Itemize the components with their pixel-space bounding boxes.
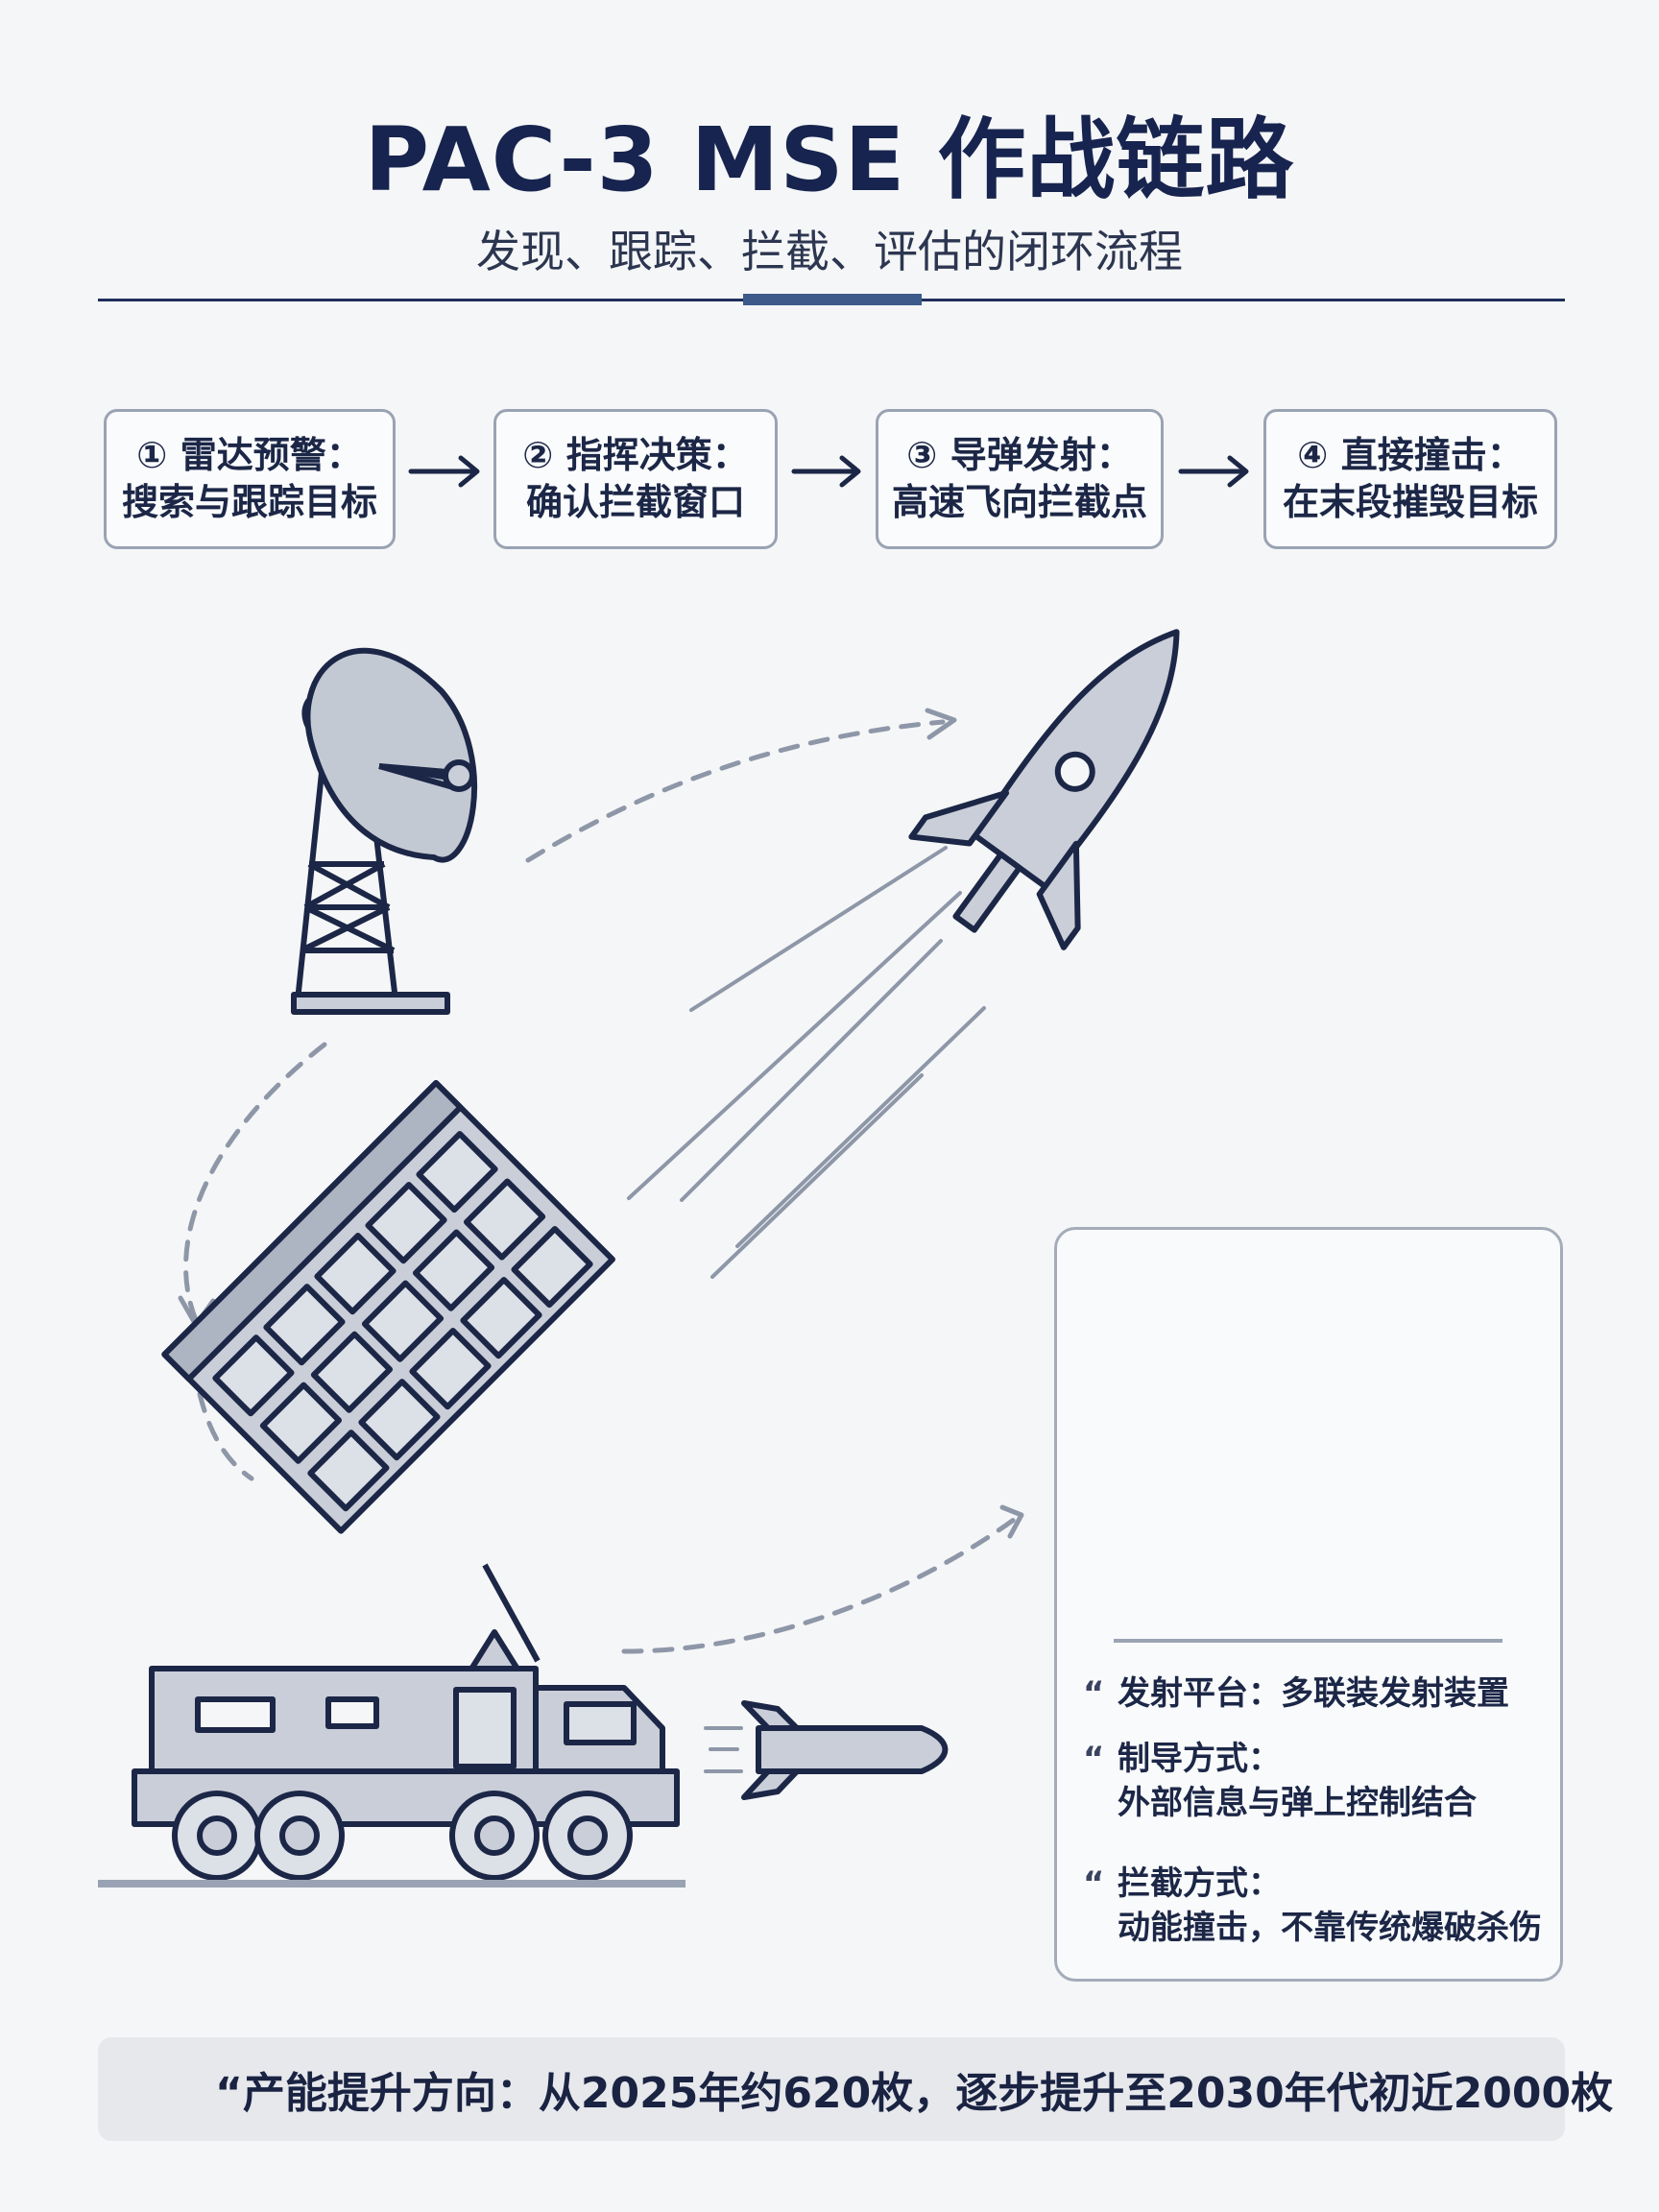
info-divider [1114,1639,1503,1643]
step-arrow-3 [1178,455,1249,488]
info-desc: 动能撞击，不靠传统爆破杀伤 [1118,1908,1542,1947]
footer-text: “产能提升方向：从2025年约620枚，逐步提升至2030年代初近2000枚 [215,2069,1614,2118]
flow-arrowhead [925,708,957,740]
motion-lines [627,846,986,1279]
step-desc: 在末段摧毁目标 [1282,481,1538,523]
step-missile-launch: ③ 导弹发射： 高速飞向拦截点 [876,409,1164,549]
capacity-footer: “产能提升方向：从2025年约620枚，逐步提升至2030年代初近2000枚 [98,2037,1613,2141]
quote-mark: “ [1083,1864,1105,1903]
info-label: 拦截方式： [1118,1864,1281,1903]
page-subtitle: 发现、跟踪、拦截、评估的闭环流程 [476,226,1183,277]
flow-launcher-to-box [621,1514,1021,1654]
missile-side-icon [741,1700,949,1800]
launcher-vehicle-icon [98,1079,685,1887]
quote-mark: “ [1083,1674,1105,1713]
step-command-decision: ② 指挥决策： 确认拦截窗口 [493,409,778,549]
info-item-guidance: “ 制导方式： 外部信息与弹上控制结合 [1083,1738,1477,1826]
title-divider-accent [743,294,922,305]
page-title: PAC-3 MSE 作战链路 [364,108,1295,211]
info-panel [1054,1227,1563,1982]
step-desc: 高速飞向拦截点 [891,481,1147,523]
step-arrow-2 [791,455,861,488]
flow-radar-to-launcher [183,1042,327,1323]
flow-arrowhead [999,1504,1024,1539]
step-title: ② 指挥决策： [522,433,749,476]
radar-dish-icon [291,647,478,1015]
quote-mark: “ [1083,1740,1105,1778]
step-desc: 确认拦截窗口 [525,481,745,523]
flow-radar-to-missile [525,719,946,863]
step-desc: 搜索与跟踪目标 [121,481,377,523]
step-radar-warning: ① 雷达预警： 搜索与跟踪目标 [104,409,396,549]
info-item-intercept: “ 拦截方式： 动能撞击，不靠传统爆破杀伤 [1083,1863,1542,1951]
step-direct-impact: ④ 直接撞击： 在末段摧毁目标 [1263,409,1557,549]
step-title: ③ 导弹发射： [906,433,1133,476]
info-item-platform: “ 发射平台：多联装发射装置 [1083,1672,1509,1717]
info-label: 制导方式： [1118,1740,1281,1778]
step-arrow-1 [408,455,480,488]
interceptor-missile-icon [908,629,1180,950]
flow-launcher-return [197,1391,254,1481]
info-label: 发射平台：多联装发射装置 [1118,1674,1509,1713]
info-desc: 外部信息与弹上控制结合 [1118,1783,1477,1822]
step-title: ① 雷达预警： [136,433,363,476]
step-title: ④ 直接撞击： [1297,433,1524,476]
